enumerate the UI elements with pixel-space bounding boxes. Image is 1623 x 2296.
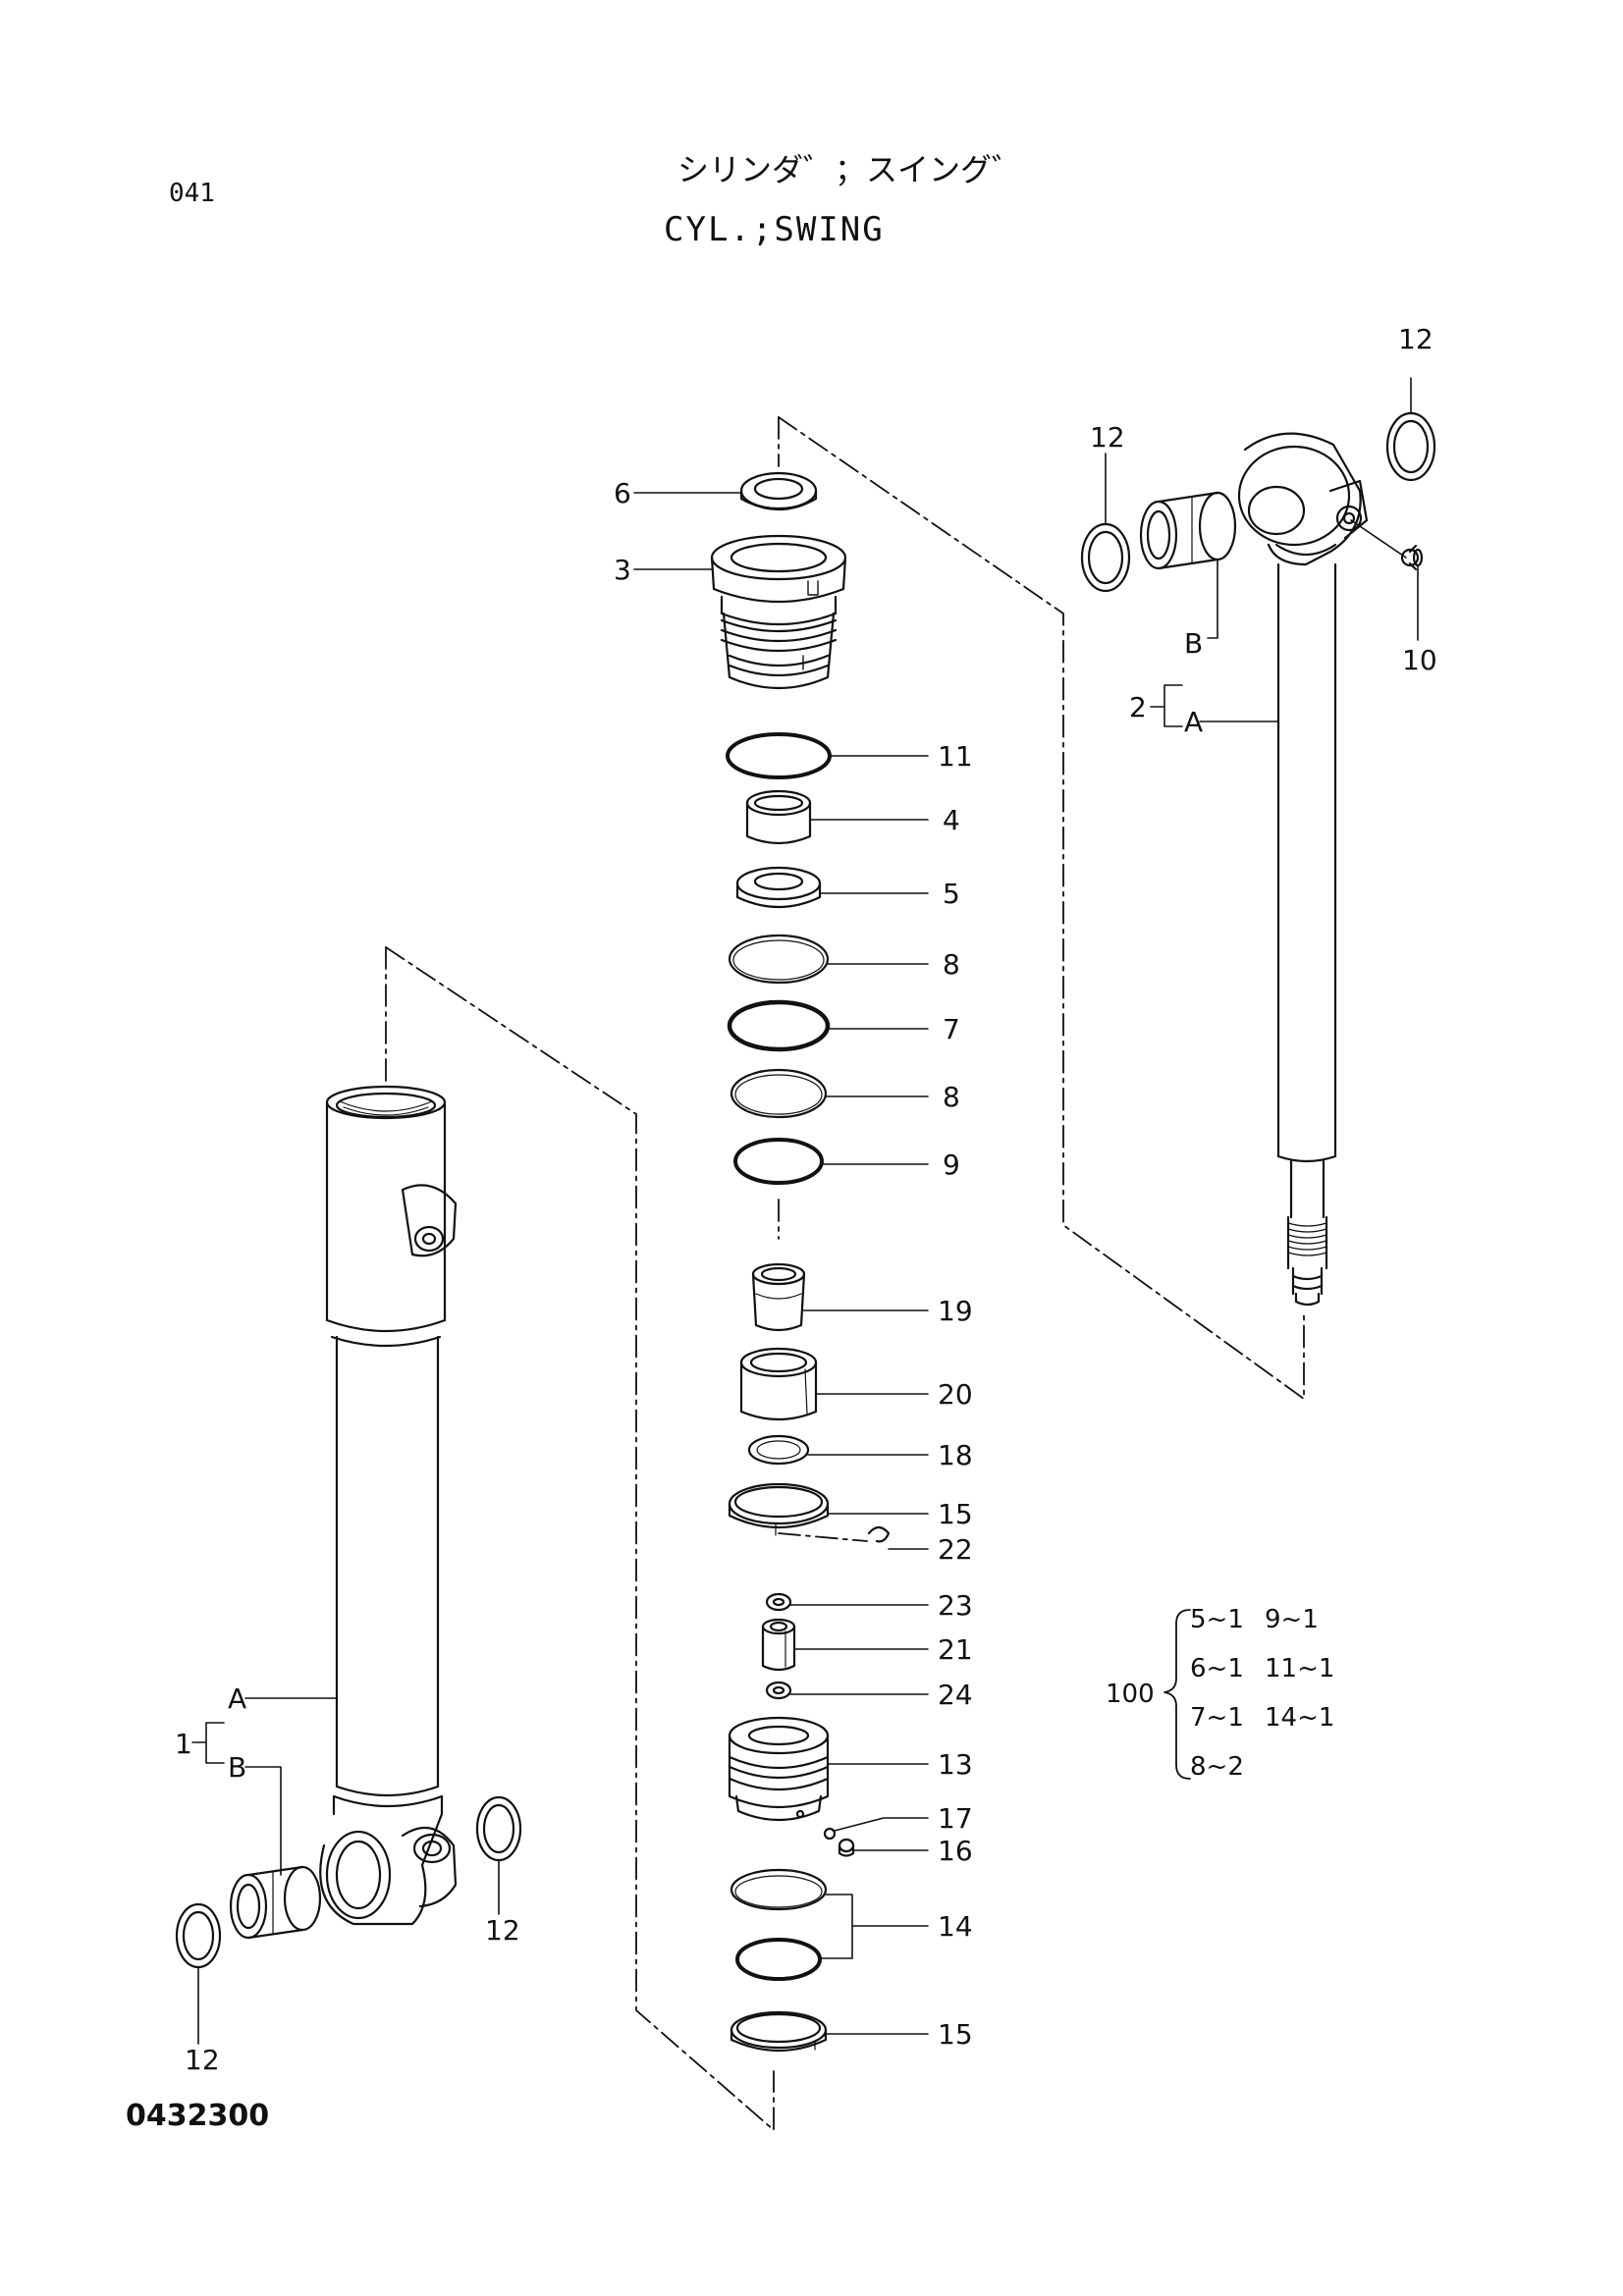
rod-eye-bushing <box>1139 491 1237 570</box>
callout-12-bottom-left: 12 <box>185 2044 220 2076</box>
part-wear-ring-15a <box>728 1482 830 1536</box>
callout-13: 13 <box>938 1748 973 1781</box>
grease-fitting <box>1350 519 1424 571</box>
part-o-ring-7 <box>727 999 831 1052</box>
tube-dust-seal-right <box>475 1795 522 1862</box>
callout-1: 1 <box>175 1728 192 1760</box>
part-seal-ring-14 <box>730 1868 828 1911</box>
part-o-ring-9 <box>733 1138 824 1185</box>
callout-12-top-left: 12 <box>1090 421 1125 454</box>
tube-eye-bushing <box>229 1865 322 1940</box>
callout-21: 21 <box>938 1633 973 1666</box>
rod-dust-seal-left <box>1080 522 1131 593</box>
callout-16: 16 <box>938 1835 973 1867</box>
leader-lines <box>191 377 1419 2045</box>
callout-4: 4 <box>943 804 960 836</box>
callout-24: 24 <box>938 1679 973 1711</box>
part-wear-ring-15b <box>730 2010 828 2053</box>
callout-2: 2 <box>1129 691 1147 723</box>
callout-20: 20 <box>938 1378 973 1411</box>
callout-11: 11 <box>938 740 973 773</box>
part-o-ring-11 <box>726 732 832 779</box>
callout-18: 18 <box>938 1439 973 1471</box>
kit-item-1: 5~1 <box>1190 1605 1244 1634</box>
seal-kit-legend: 100 5~1 9~1 6~1 11~1 7~1 14~1 8~2 <box>1106 1605 1334 1782</box>
callout-labels: 6 3 11 4 5 8 7 8 9 19 20 18 15 22 23 21 … <box>175 323 1437 2076</box>
callout-8b: 8 <box>943 1081 960 1113</box>
callout-5: 5 <box>943 878 960 910</box>
callout-12-bottom-right: 12 <box>485 1914 520 1947</box>
part-piston-13 <box>728 1716 830 1822</box>
part-bushing-4 <box>745 789 812 845</box>
callout-2-a: A <box>1184 706 1203 738</box>
callout-8a: 8 <box>943 948 960 981</box>
callout-9: 9 <box>943 1148 960 1181</box>
part-rod-seal-5 <box>735 866 822 909</box>
kit-item-3: 6~1 <box>1190 1654 1244 1683</box>
assembly-dash-lines <box>385 416 1305 2131</box>
part-steel-ball-17 <box>823 1827 837 1841</box>
callout-22: 22 <box>938 1533 973 1566</box>
kit-item-7: 8~2 <box>1190 1752 1244 1782</box>
piston-rod-assembly <box>1237 432 1369 1307</box>
part-nut-24 <box>765 1681 792 1700</box>
callout-1-b: B <box>228 1751 246 1784</box>
callout-1-a: A <box>228 1682 246 1715</box>
callout-6: 6 <box>614 477 631 509</box>
callout-12-top-right: 12 <box>1398 323 1434 355</box>
rod-dust-seal-right <box>1385 411 1436 482</box>
part-nut-23 <box>765 1592 792 1612</box>
kit-item-5: 7~1 <box>1190 1703 1244 1733</box>
part-cylinder-head <box>710 534 847 690</box>
part-o-ring-14 <box>735 1938 822 1981</box>
title-english: CYL.;SWING <box>664 210 885 249</box>
part-collar-20 <box>739 1347 818 1421</box>
callout-14: 14 <box>938 1910 973 1943</box>
kit-item-4: 11~1 <box>1265 1654 1334 1683</box>
callout-19: 19 <box>938 1295 973 1327</box>
callout-2-b: B <box>1184 627 1203 660</box>
kit-label: 100 <box>1106 1680 1155 1709</box>
kit-item-2: 9~1 <box>1265 1605 1319 1634</box>
part-set-screw-16 <box>838 1838 855 1857</box>
tube-dust-seal-left <box>175 1902 222 1969</box>
part-snap-ring-22 <box>867 1525 891 1543</box>
title-japanese: シリンダ゛；スイング゛ <box>677 151 1024 188</box>
document-code: 0432300 <box>126 2099 270 2133</box>
callout-23: 23 <box>938 1589 973 1622</box>
callout-10: 10 <box>1402 644 1437 676</box>
part-backup-ring-8a <box>728 934 830 985</box>
part-bushing-21 <box>761 1618 796 1672</box>
part-cushion-bearing-19 <box>751 1262 806 1332</box>
callout-15b: 15 <box>938 2018 973 2051</box>
cylinder-tube-assembly <box>319 1085 458 1926</box>
page-number: 041 <box>169 179 215 208</box>
kit-item-6: 14~1 <box>1265 1703 1334 1733</box>
callout-15a: 15 <box>938 1498 973 1530</box>
callout-17: 17 <box>938 1802 973 1835</box>
part-dust-wiper <box>739 471 818 511</box>
callout-7: 7 <box>943 1013 960 1045</box>
part-ring-18 <box>747 1434 810 1466</box>
callout-3: 3 <box>614 554 631 586</box>
part-backup-ring-8b <box>730 1068 828 1119</box>
